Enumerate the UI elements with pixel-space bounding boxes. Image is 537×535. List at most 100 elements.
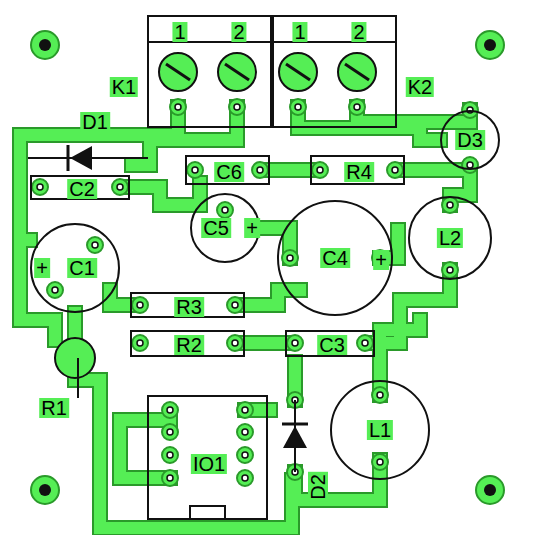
part-label: 2 <box>231 22 246 42</box>
part-label: C4 <box>320 248 350 268</box>
inductor-outline <box>331 381 429 479</box>
solder-pad <box>467 162 473 168</box>
part-label: + <box>34 258 50 278</box>
solder-pad <box>167 452 173 458</box>
solder-pad <box>32 179 48 195</box>
inductor-outline: L2 <box>408 196 492 280</box>
trace <box>110 290 130 305</box>
diode-symbol <box>28 145 148 171</box>
solder-pad <box>192 167 198 173</box>
capacitor-outline: C4 + <box>277 200 393 316</box>
part-label: + <box>373 250 389 270</box>
trace <box>75 313 295 528</box>
diode-symbol <box>282 400 308 472</box>
mounting-hole <box>39 484 51 496</box>
part-label: K1 <box>110 77 138 97</box>
solder-pad <box>442 197 458 213</box>
solder-pad <box>462 157 478 173</box>
mounting-hole <box>31 31 59 59</box>
solder-pad <box>447 267 453 273</box>
solder-pad <box>237 447 253 463</box>
ic-outline: IO1 <box>147 395 268 520</box>
part-label: C3 <box>317 335 347 355</box>
capacitor-outline: C2 <box>30 175 130 200</box>
mounting-hole <box>39 39 51 51</box>
terminal-screw <box>166 64 190 80</box>
solder-pad <box>92 242 98 248</box>
part-label: D3 <box>455 130 485 150</box>
solder-pad <box>227 297 243 313</box>
trace <box>130 183 200 205</box>
capacitor-outline: C6 <box>185 155 270 185</box>
solder-pad <box>252 162 268 178</box>
part-label: D2 <box>308 472 328 502</box>
resistor-symbol <box>55 338 95 398</box>
capacitor-outline <box>31 224 119 312</box>
solder-pad <box>442 262 458 278</box>
part-label: D1 <box>80 112 110 132</box>
capacitor-outline: +C1 <box>30 223 120 313</box>
part-label: C6 <box>214 162 244 182</box>
trace <box>20 200 30 240</box>
solder-pad <box>242 475 248 481</box>
trace <box>357 107 470 122</box>
solder-pad <box>349 99 365 115</box>
solder-pad <box>232 340 238 346</box>
solder-pad <box>387 162 403 178</box>
inductor-outline <box>409 197 491 279</box>
terminal-details <box>147 15 397 128</box>
trace <box>245 337 285 349</box>
mounting-hole <box>484 484 496 496</box>
part-label: R3 <box>174 297 204 317</box>
solder-pad <box>282 250 298 266</box>
inductor-outline: L1 <box>330 380 430 480</box>
capacitor-outline <box>191 194 259 262</box>
resistor-outline: R4 <box>310 155 405 185</box>
part-label: 1 <box>292 22 307 42</box>
solder-pad <box>362 340 368 346</box>
solder-pad <box>227 335 243 351</box>
solder-pad <box>237 470 253 486</box>
resistor-outline: R2 <box>130 330 245 357</box>
solder-pad <box>377 459 383 465</box>
solder-pad <box>392 167 398 173</box>
solder-pad <box>447 202 453 208</box>
solder-pad <box>175 104 181 110</box>
resistor-outline: R3 <box>130 292 245 318</box>
mounting-hole <box>476 476 504 504</box>
trace <box>245 335 285 351</box>
trace <box>20 200 30 240</box>
terminal-screw <box>225 64 249 80</box>
part-label: + <box>244 218 260 238</box>
solder-pad <box>372 387 388 403</box>
copper-traces <box>20 107 470 528</box>
trace <box>380 320 420 395</box>
solder-pad <box>372 454 388 470</box>
solder-pad <box>317 167 323 173</box>
solder-pad <box>167 407 173 413</box>
solder-pad <box>132 335 148 351</box>
solder-pad <box>242 429 248 435</box>
solder-pad <box>287 335 303 351</box>
solder-pad <box>222 207 228 213</box>
part-label: L1 <box>367 420 393 440</box>
solder-pad <box>137 302 143 308</box>
solder-pad <box>162 447 178 463</box>
part-label: K2 <box>406 77 434 97</box>
part-label: C5 <box>201 218 231 238</box>
terminal-block: 12K1 <box>147 15 272 128</box>
solder-pad <box>217 202 233 218</box>
solder-pad <box>167 429 173 435</box>
solder-pad <box>237 424 253 440</box>
solder-pad <box>295 104 301 110</box>
trace <box>110 290 130 305</box>
solder-pad <box>354 104 360 110</box>
solder-pad <box>170 99 186 115</box>
trace <box>75 313 295 528</box>
solder-pad <box>357 335 373 351</box>
part-label: R1 <box>39 398 69 418</box>
solder-pad <box>52 287 58 293</box>
trace <box>380 320 420 395</box>
part-label: R2 <box>174 335 204 355</box>
